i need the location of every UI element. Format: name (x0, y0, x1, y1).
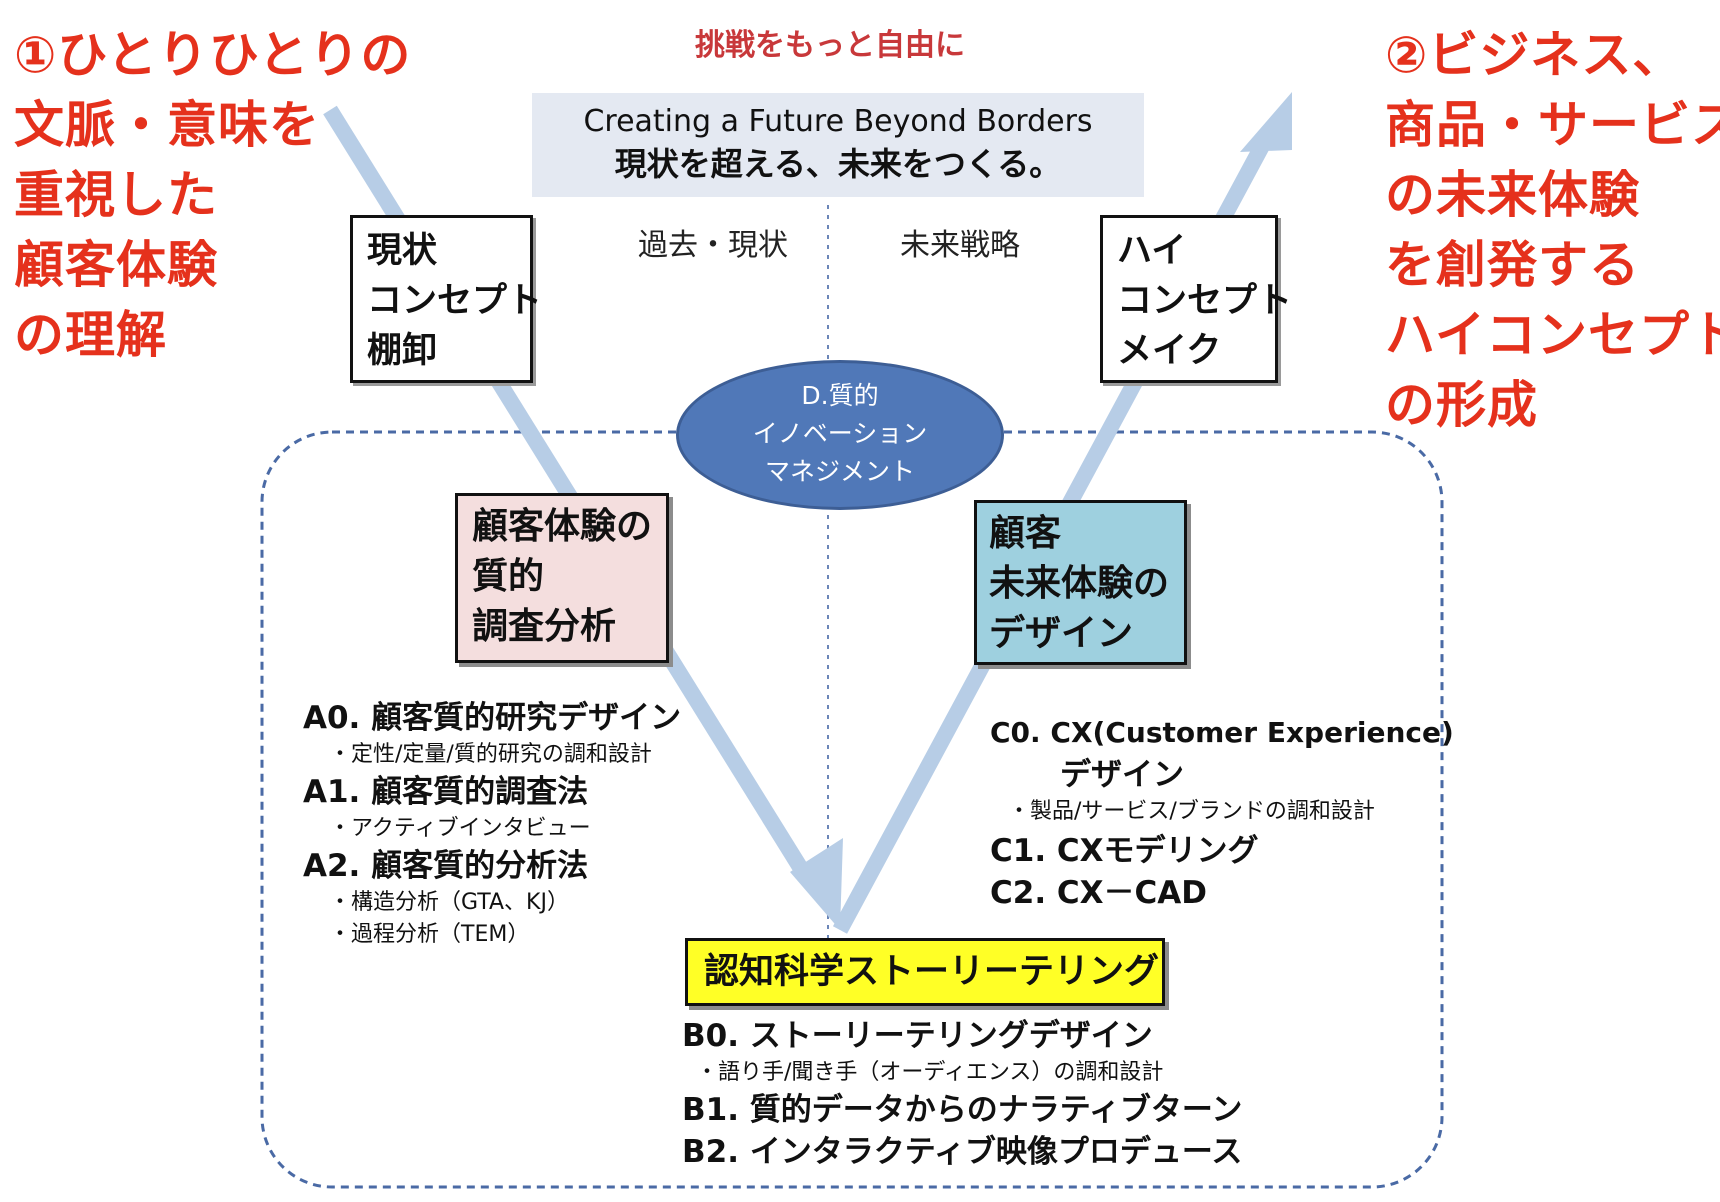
right-note: ②ビジネス、 商品・サービス の未来体験 を創発する ハイコンセプト の形成 (1385, 20, 1720, 440)
box-current-concept-line: 現状 (367, 231, 438, 271)
list-c: C0. CX(Customer Experience) デザイン ・製品/サービ… (990, 712, 1454, 914)
right-note-line: を創発する (1385, 236, 1640, 294)
left-note-line: の理解 (14, 306, 167, 364)
banner: Creating a Future Beyond Borders 現状を超える、… (532, 93, 1144, 197)
list-a-item-sub: ・定性/定量/質的研究の調和設計 (329, 742, 652, 767)
box-future-design-line: 未来体験の (989, 563, 1170, 604)
list-b: B0. ストーリーテリングデザイン ・語り手/聞き手（オーディエンス）の調和設計… (682, 1015, 1242, 1173)
banner-japanese: 現状を超える、未来をつくる。 (614, 145, 1062, 183)
list-c-item-continuation: デザイン (1060, 757, 1184, 793)
tagline: 挑戦をもっと自由に (695, 28, 965, 63)
box-qualitative-research-line: 質的 (472, 556, 545, 597)
list-c-item-sub: ・製品/サービス/ブランドの調和設計 (1008, 799, 1375, 824)
list-a-item-label: A2. 顧客質的分析法 (303, 848, 589, 884)
left-note-line: ①ひとりひとりの (14, 26, 412, 84)
box-high-concept: ハイ コンセプト メイク (1100, 215, 1293, 383)
list-a-item-label: A0. 顧客質的研究デザイン (303, 700, 682, 736)
list-b-item-label: B2. インタラクティブ映像プロデュース (682, 1134, 1243, 1170)
list-b-item-sub: ・語り手/聞き手（オーディエンス）の調和設計 (696, 1060, 1164, 1085)
box-high-concept-line: ハイ (1117, 231, 1187, 271)
box-current-concept-line: 棚卸 (367, 331, 438, 371)
list-b-item-label: B1. 質的データからのナラティブターン (682, 1092, 1243, 1128)
right-note-line: の未来体験 (1385, 166, 1640, 224)
box-qualitative-research: 顧客体験の 質的 調査分析 (455, 493, 669, 663)
list-c-item-label: C1. CXモデリング (990, 833, 1259, 869)
box-future-design-line: 顧客 (989, 513, 1062, 554)
list-a-item-sub: ・構造分析（GTA、KJ） (329, 890, 569, 915)
right-ascending-arrowhead (1240, 92, 1292, 152)
center-oval-line: D.質的 (801, 381, 879, 410)
right-note-line: 商品・サービス (1385, 96, 1720, 154)
center-oval-line: イノベーション (752, 419, 928, 448)
left-note-line: 重視した (14, 166, 218, 224)
left-note-line: 文脈・意味を (14, 96, 320, 154)
box-future-design: 顧客 未来体験の デザイン (974, 500, 1187, 665)
list-b-item-label: B0. ストーリーテリングデザイン (682, 1018, 1153, 1054)
axis-label-future: 未来戦略 (900, 228, 1020, 263)
axis-label-past: 過去・現状 (638, 228, 788, 263)
list-a-item-label: A1. 顧客質的調査法 (303, 774, 589, 810)
box-high-concept-line: コンセプト (1117, 281, 1293, 321)
right-note-line: の形成 (1385, 376, 1538, 434)
box-current-concept: 現状 コンセプト 棚卸 (350, 215, 543, 383)
box-storytelling: 認知科学ストーリーテリング (685, 938, 1165, 1006)
center-oval: D.質的 イノベーション マネジメント (676, 360, 1004, 510)
left-note-line: 顧客体験 (14, 236, 218, 294)
center-oval-line: マネジメント (764, 457, 915, 486)
box-future-design-line: デザイン (989, 613, 1134, 654)
list-a-item-sub: ・過程分析（TEM） (329, 922, 530, 947)
box-current-concept-line: コンセプト (367, 281, 543, 321)
left-descending-arrowhead (790, 838, 843, 930)
list-a: A0. 顧客質的研究デザイン ・定性/定量/質的研究の調和設計 A1. 顧客質的… (303, 697, 681, 951)
box-high-concept-line: メイク (1117, 331, 1222, 371)
list-a-item-sub: ・アクティブインタビュー (329, 816, 591, 841)
list-c-item-label: C0. CX(Customer Experience) (990, 716, 1454, 749)
right-note-line: ハイコンセプト (1385, 306, 1720, 364)
left-note: ①ひとりひとりの 文脈・意味を 重視した 顧客体験 の理解 (14, 20, 411, 370)
box-qualitative-research-line: 調査分析 (472, 606, 617, 647)
box-qualitative-research-line: 顧客体験の (472, 506, 653, 547)
list-c-item-label: C2. CX－CAD (990, 875, 1208, 911)
right-note-line: ②ビジネス、 (1385, 26, 1684, 84)
banner-english: Creating a Future Beyond Borders (583, 104, 1093, 139)
